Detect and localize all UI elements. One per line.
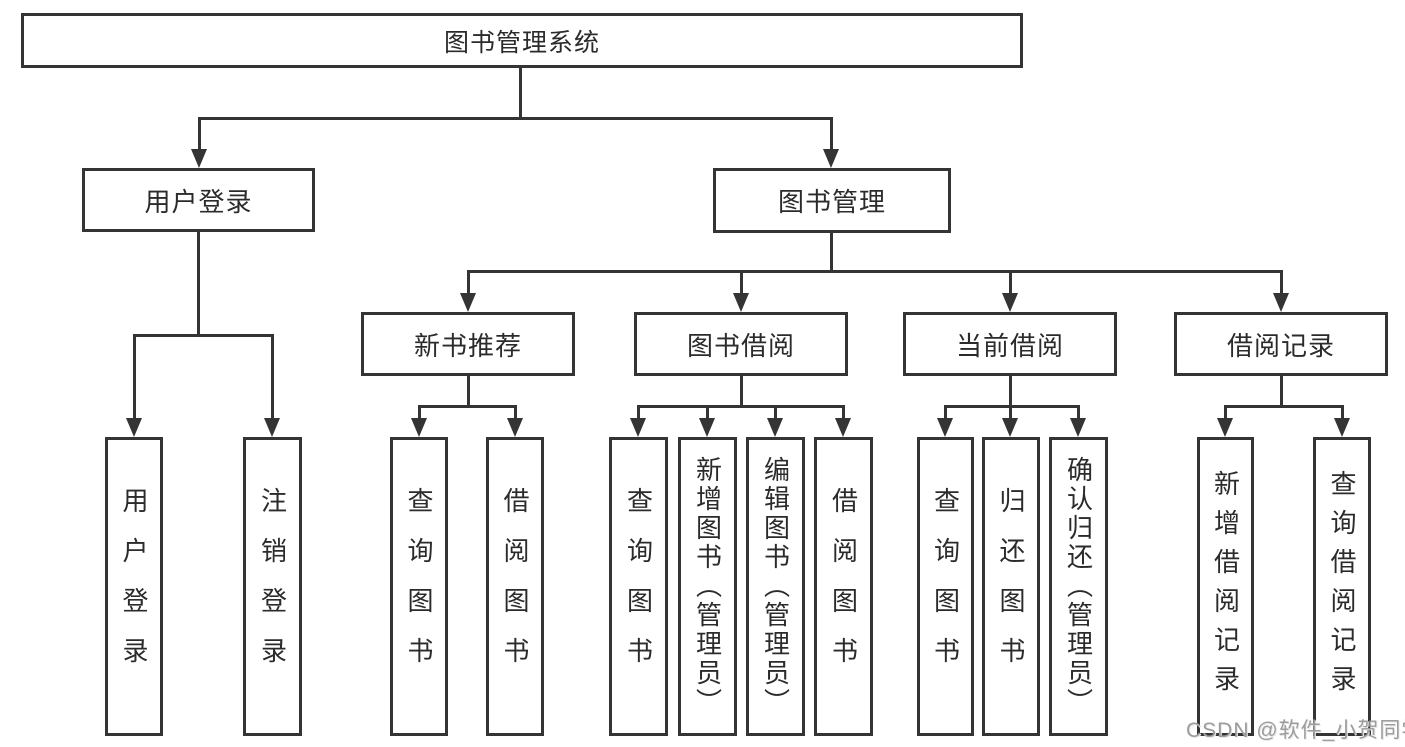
- leaf-confirm-return-admin: 确认归还（管理员）: [1049, 437, 1108, 736]
- connector-line: [842, 405, 845, 419]
- connector-line: [1280, 376, 1283, 407]
- connector-line: [467, 376, 470, 407]
- arrow-down-icon: [1273, 293, 1289, 312]
- connector-line: [1077, 405, 1080, 419]
- connector-line: [133, 334, 136, 419]
- node-book-borrow: 图书借阅: [634, 312, 848, 376]
- connector-line: [944, 405, 947, 419]
- leaf-user-login: 用户登录: [105, 437, 163, 736]
- connector-line: [830, 233, 833, 272]
- connector-line: [1224, 405, 1343, 408]
- leaf-label: 查询图书: [623, 486, 654, 687]
- leaf-query-book-1: 查询图书: [390, 437, 448, 736]
- connector-line: [1009, 270, 1012, 294]
- connector-line: [1009, 405, 1012, 419]
- arrow-down-icon: [937, 418, 953, 437]
- node-label: 图书管理: [777, 187, 886, 217]
- connector-line: [1224, 405, 1227, 419]
- leaf-label: 查询图书: [404, 486, 434, 687]
- watermark: CSDN @软件_小贺同学: [1186, 719, 1405, 742]
- arrow-down-icon: [264, 418, 280, 437]
- leaf-label: 借阅图书: [500, 486, 530, 687]
- arrow-down-icon: [733, 293, 749, 312]
- node-label: 图书借阅: [686, 330, 795, 361]
- node-book-management: 图书管理: [713, 168, 951, 233]
- leaf-borrow-book-2: 借阅图书: [814, 437, 873, 736]
- leaf-logout: 注销登录: [243, 437, 302, 736]
- leaf-return-book: 归还图书: [982, 437, 1040, 736]
- leaf-add-borrow-record: 新增借阅记录: [1197, 437, 1254, 736]
- node-borrow-record: 借阅记录: [1174, 312, 1388, 376]
- connector-line: [271, 334, 274, 419]
- leaf-label: 归还图书: [996, 486, 1026, 687]
- connector-line: [514, 405, 517, 419]
- leaf-borrow-book-1: 借阅图书: [486, 437, 544, 736]
- connector-line: [830, 117, 833, 150]
- arrow-down-icon: [1334, 418, 1350, 437]
- arrow-down-icon: [699, 418, 715, 437]
- leaf-query-book-2: 查询图书: [609, 437, 668, 736]
- connector-line: [133, 334, 274, 337]
- arrow-down-icon: [411, 418, 427, 437]
- connector-line: [198, 117, 833, 120]
- connector-line: [637, 405, 640, 419]
- arrow-down-icon: [1217, 418, 1233, 437]
- connector-line: [198, 117, 201, 150]
- leaf-label: 编辑图书（管理员）: [760, 456, 791, 717]
- connector-line: [418, 405, 421, 419]
- arrow-down-icon: [630, 418, 646, 437]
- arrow-down-icon: [1002, 293, 1018, 312]
- leaf-label: 借阅图书: [828, 486, 859, 687]
- connector-line: [740, 376, 743, 407]
- node-root: 图书管理系统: [21, 13, 1023, 68]
- node-user-login: 用户登录: [82, 168, 315, 232]
- connector-line: [740, 270, 743, 294]
- arrow-down-icon: [823, 149, 839, 168]
- connector-line: [519, 68, 522, 118]
- leaf-edit-book-admin: 编辑图书（管理员）: [746, 437, 805, 736]
- node-label: 当前借阅: [955, 330, 1064, 361]
- connector-line: [467, 270, 1282, 273]
- connector-line: [1009, 376, 1012, 407]
- arrow-down-icon: [835, 418, 851, 437]
- leaf-label: 新增借阅记录: [1210, 469, 1241, 704]
- arrow-down-icon: [1002, 418, 1018, 437]
- node-current-borrow: 当前借阅: [903, 312, 1117, 376]
- leaf-add-book-admin: 新增图书（管理员）: [678, 437, 737, 736]
- connector-line: [706, 405, 709, 419]
- connector-line: [1341, 405, 1344, 419]
- connector-line: [774, 405, 777, 419]
- leaf-label: 用户登录: [119, 486, 149, 687]
- leaf-label: 注销登录: [257, 486, 288, 687]
- connector-line: [197, 232, 200, 336]
- connector-line: [467, 270, 470, 294]
- node-label: 借阅记录: [1226, 330, 1335, 361]
- connector-line: [637, 405, 844, 408]
- leaf-label: 查询图书: [930, 486, 961, 687]
- leaf-query-book-3: 查询图书: [917, 437, 974, 736]
- leaf-label: 新增图书（管理员）: [692, 456, 723, 717]
- arrow-down-icon: [1070, 418, 1086, 437]
- leaf-label: 确认归还（管理员）: [1063, 456, 1094, 717]
- leaf-label: 查询借阅记录: [1327, 469, 1357, 704]
- leaf-query-borrow-record: 查询借阅记录: [1313, 437, 1371, 736]
- arrow-down-icon: [460, 293, 476, 312]
- arrow-down-icon: [767, 418, 783, 437]
- node-new-book-recommend: 新书推荐: [361, 312, 575, 376]
- connector-line: [1280, 270, 1283, 294]
- arrow-down-icon: [507, 418, 523, 437]
- connector-line: [418, 405, 517, 408]
- arrow-down-icon: [191, 149, 207, 168]
- arrow-down-icon: [126, 418, 142, 437]
- node-label: 新书推荐: [413, 330, 522, 361]
- node-label: 用户登录: [144, 186, 253, 217]
- node-label: 图书管理系统: [443, 28, 600, 57]
